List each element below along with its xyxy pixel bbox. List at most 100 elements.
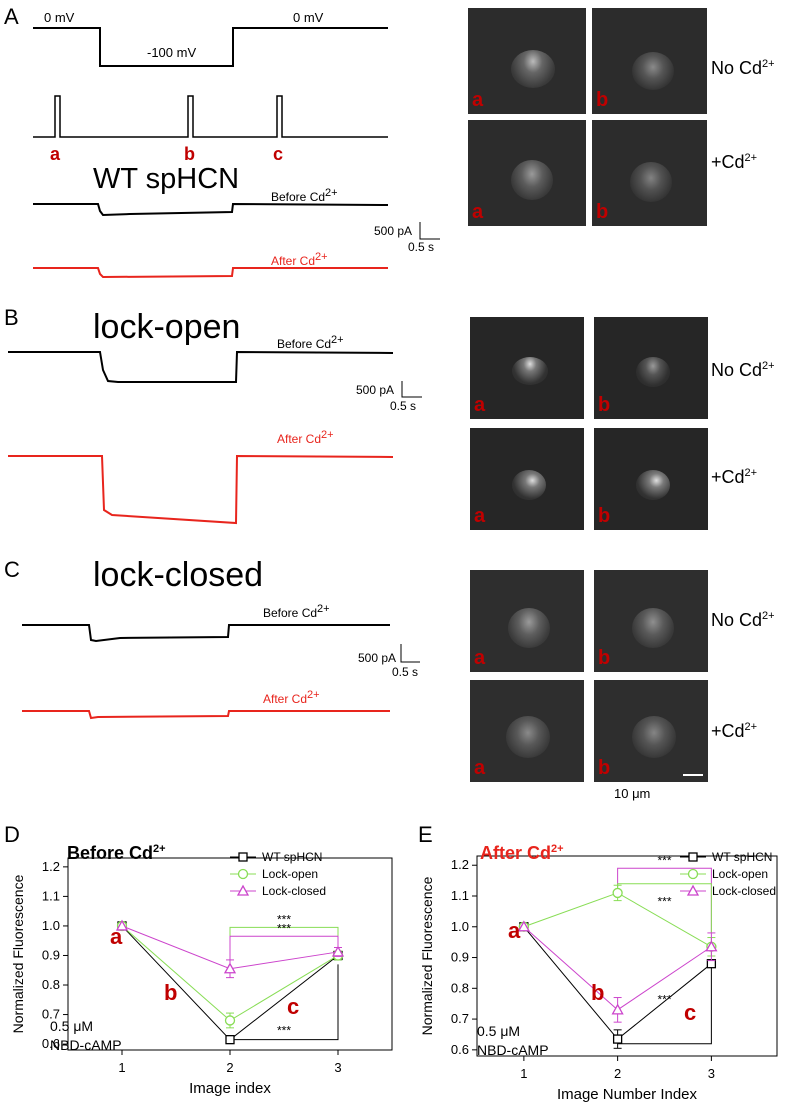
- point-letter: a: [508, 918, 521, 943]
- wt-trace-after: [33, 267, 388, 279]
- image-wt-cd-b: b: [592, 120, 707, 226]
- point-letter: b: [591, 980, 604, 1005]
- y-tick-label: 0.8: [451, 980, 469, 995]
- legend-label: WT spHCN: [262, 850, 322, 864]
- scale-time-wt: 0.5 s: [408, 240, 435, 254]
- image-letter: b: [598, 647, 611, 669]
- label-plus-cd-1: +Cd2+: [711, 152, 758, 172]
- y-tick-label: 0.6: [451, 1042, 469, 1057]
- y-tick-label: 0.7: [42, 1007, 60, 1022]
- x-tick-label: 2: [226, 1060, 233, 1075]
- image-lock-open-nocd-a: a: [470, 317, 584, 419]
- label-no-cd-2: No Cd2+: [711, 360, 775, 380]
- point-letter: a: [110, 924, 123, 949]
- wt-after-label: After Cd2+: [271, 251, 328, 268]
- scale-bar-lock-closed: [400, 644, 420, 663]
- scale-time-lock-closed: 0.5 s: [392, 665, 419, 679]
- y-tick-label: 0.9: [451, 950, 469, 965]
- y-axis-label: Normalized Fluorescence: [419, 876, 435, 1035]
- y-tick-label: 1.0: [451, 919, 469, 934]
- x-tick-label: 3: [708, 1066, 715, 1081]
- scale-bar-wt: [419, 222, 440, 240]
- voltage-protocol: [33, 27, 388, 67]
- x-tick-label: 3: [334, 1060, 341, 1075]
- scale-bar-lock-open: [401, 381, 422, 398]
- point-letter: c: [287, 994, 299, 1019]
- x-axis-label: Image Number Index: [557, 1086, 698, 1103]
- lock-closed-trace-after: [22, 710, 390, 720]
- lock-open-after-label: After Cd2+: [277, 429, 334, 446]
- data-point: [611, 1003, 624, 1015]
- lock-open-title: lock-open: [93, 308, 241, 346]
- panel-label-a: A: [4, 4, 19, 29]
- image-lock-open-nocd-b: b: [594, 317, 708, 419]
- lock-closed-title: lock-closed: [93, 556, 264, 594]
- v-hold-right: 0 mV: [293, 10, 324, 25]
- legend-label: Lock-open: [262, 867, 318, 881]
- panel-label-b: B: [4, 305, 19, 330]
- x-tick-label: 2: [614, 1066, 621, 1081]
- significance-stars: ***: [657, 895, 671, 909]
- lock-closed-after-label: After Cd2+: [263, 689, 320, 706]
- data-point: [517, 920, 530, 932]
- x-tick-label: 1: [118, 1060, 125, 1075]
- scale-current-lock-open: 500 pA: [356, 383, 395, 397]
- marker-a: a: [50, 144, 61, 164]
- image-lock-closed-cd-b: b: [594, 680, 708, 782]
- chart-d-annotation-1: 0.5 μM: [50, 1018, 94, 1034]
- image-letter: b: [596, 201, 609, 223]
- significance-bracket: [617, 966, 712, 1045]
- y-tick-label: 1.1: [42, 888, 60, 903]
- label-no-cd-3: No Cd2+: [711, 610, 775, 630]
- point-letter: b: [164, 980, 177, 1005]
- data-point: [224, 1015, 236, 1026]
- significance-stars: ***: [277, 912, 291, 926]
- legend-marker: [238, 852, 248, 862]
- marker-c: c: [273, 144, 283, 164]
- legend-marker: [236, 884, 250, 896]
- wt-before-label: Before Cd2+: [271, 187, 338, 204]
- y-tick-label: 1.1: [451, 888, 469, 903]
- image-letter: a: [474, 394, 486, 416]
- y-tick-label: 0.6: [42, 1036, 60, 1051]
- legend-marker: [686, 884, 700, 896]
- label-no-cd-1: No Cd2+: [711, 58, 775, 78]
- lock-open-before-label: Before Cd2+: [277, 334, 344, 351]
- significance-stars: ***: [657, 853, 671, 867]
- v-step: -100 mV: [147, 45, 196, 60]
- data-point: [705, 940, 718, 952]
- label-plus-cd-3: +Cd2+: [711, 721, 758, 741]
- scale-current-wt: 500 pA: [374, 224, 413, 238]
- x-axis-label: Image index: [189, 1080, 271, 1097]
- marker-b: b: [184, 144, 195, 164]
- data-point: [225, 1035, 235, 1045]
- legend-marker: [237, 868, 249, 880]
- y-tick-label: 1.2: [42, 859, 60, 874]
- significance-stars: ***: [657, 993, 671, 1007]
- chart-e-annotation-1: 0.5 μM: [477, 1023, 521, 1039]
- chart-e-annotation-2: NBD-cAMP: [477, 1042, 549, 1058]
- image-lock-open-cd-b: b: [594, 428, 708, 530]
- point-letter: c: [684, 1000, 696, 1025]
- legend-label: Lock-open: [712, 867, 768, 881]
- y-tick-label: 0.8: [42, 977, 60, 992]
- image-letter: b: [598, 505, 611, 527]
- y-axis-label: Normalized Fluorescence: [10, 874, 26, 1033]
- chart-e-title: After Cd2+: [480, 843, 564, 863]
- legend-label: WT spHCN: [712, 850, 772, 864]
- data-point: [223, 962, 237, 974]
- v-hold-left: 0 mV: [44, 10, 75, 25]
- significance-stars: ***: [277, 1024, 291, 1038]
- image-lock-closed-nocd-a: a: [470, 570, 584, 672]
- scale-time-lock-open: 0.5 s: [390, 399, 417, 413]
- y-tick-label: 1.2: [451, 857, 469, 872]
- lock-open-trace-after: [8, 454, 394, 525]
- image-letter: a: [472, 201, 484, 223]
- image-letter: a: [474, 647, 486, 669]
- chart-d-annotation-2: NBD-cAMP: [50, 1037, 122, 1053]
- legend-marker: [688, 852, 698, 862]
- data-point: [612, 887, 623, 899]
- image-lock-closed-cd-a: a: [470, 680, 584, 782]
